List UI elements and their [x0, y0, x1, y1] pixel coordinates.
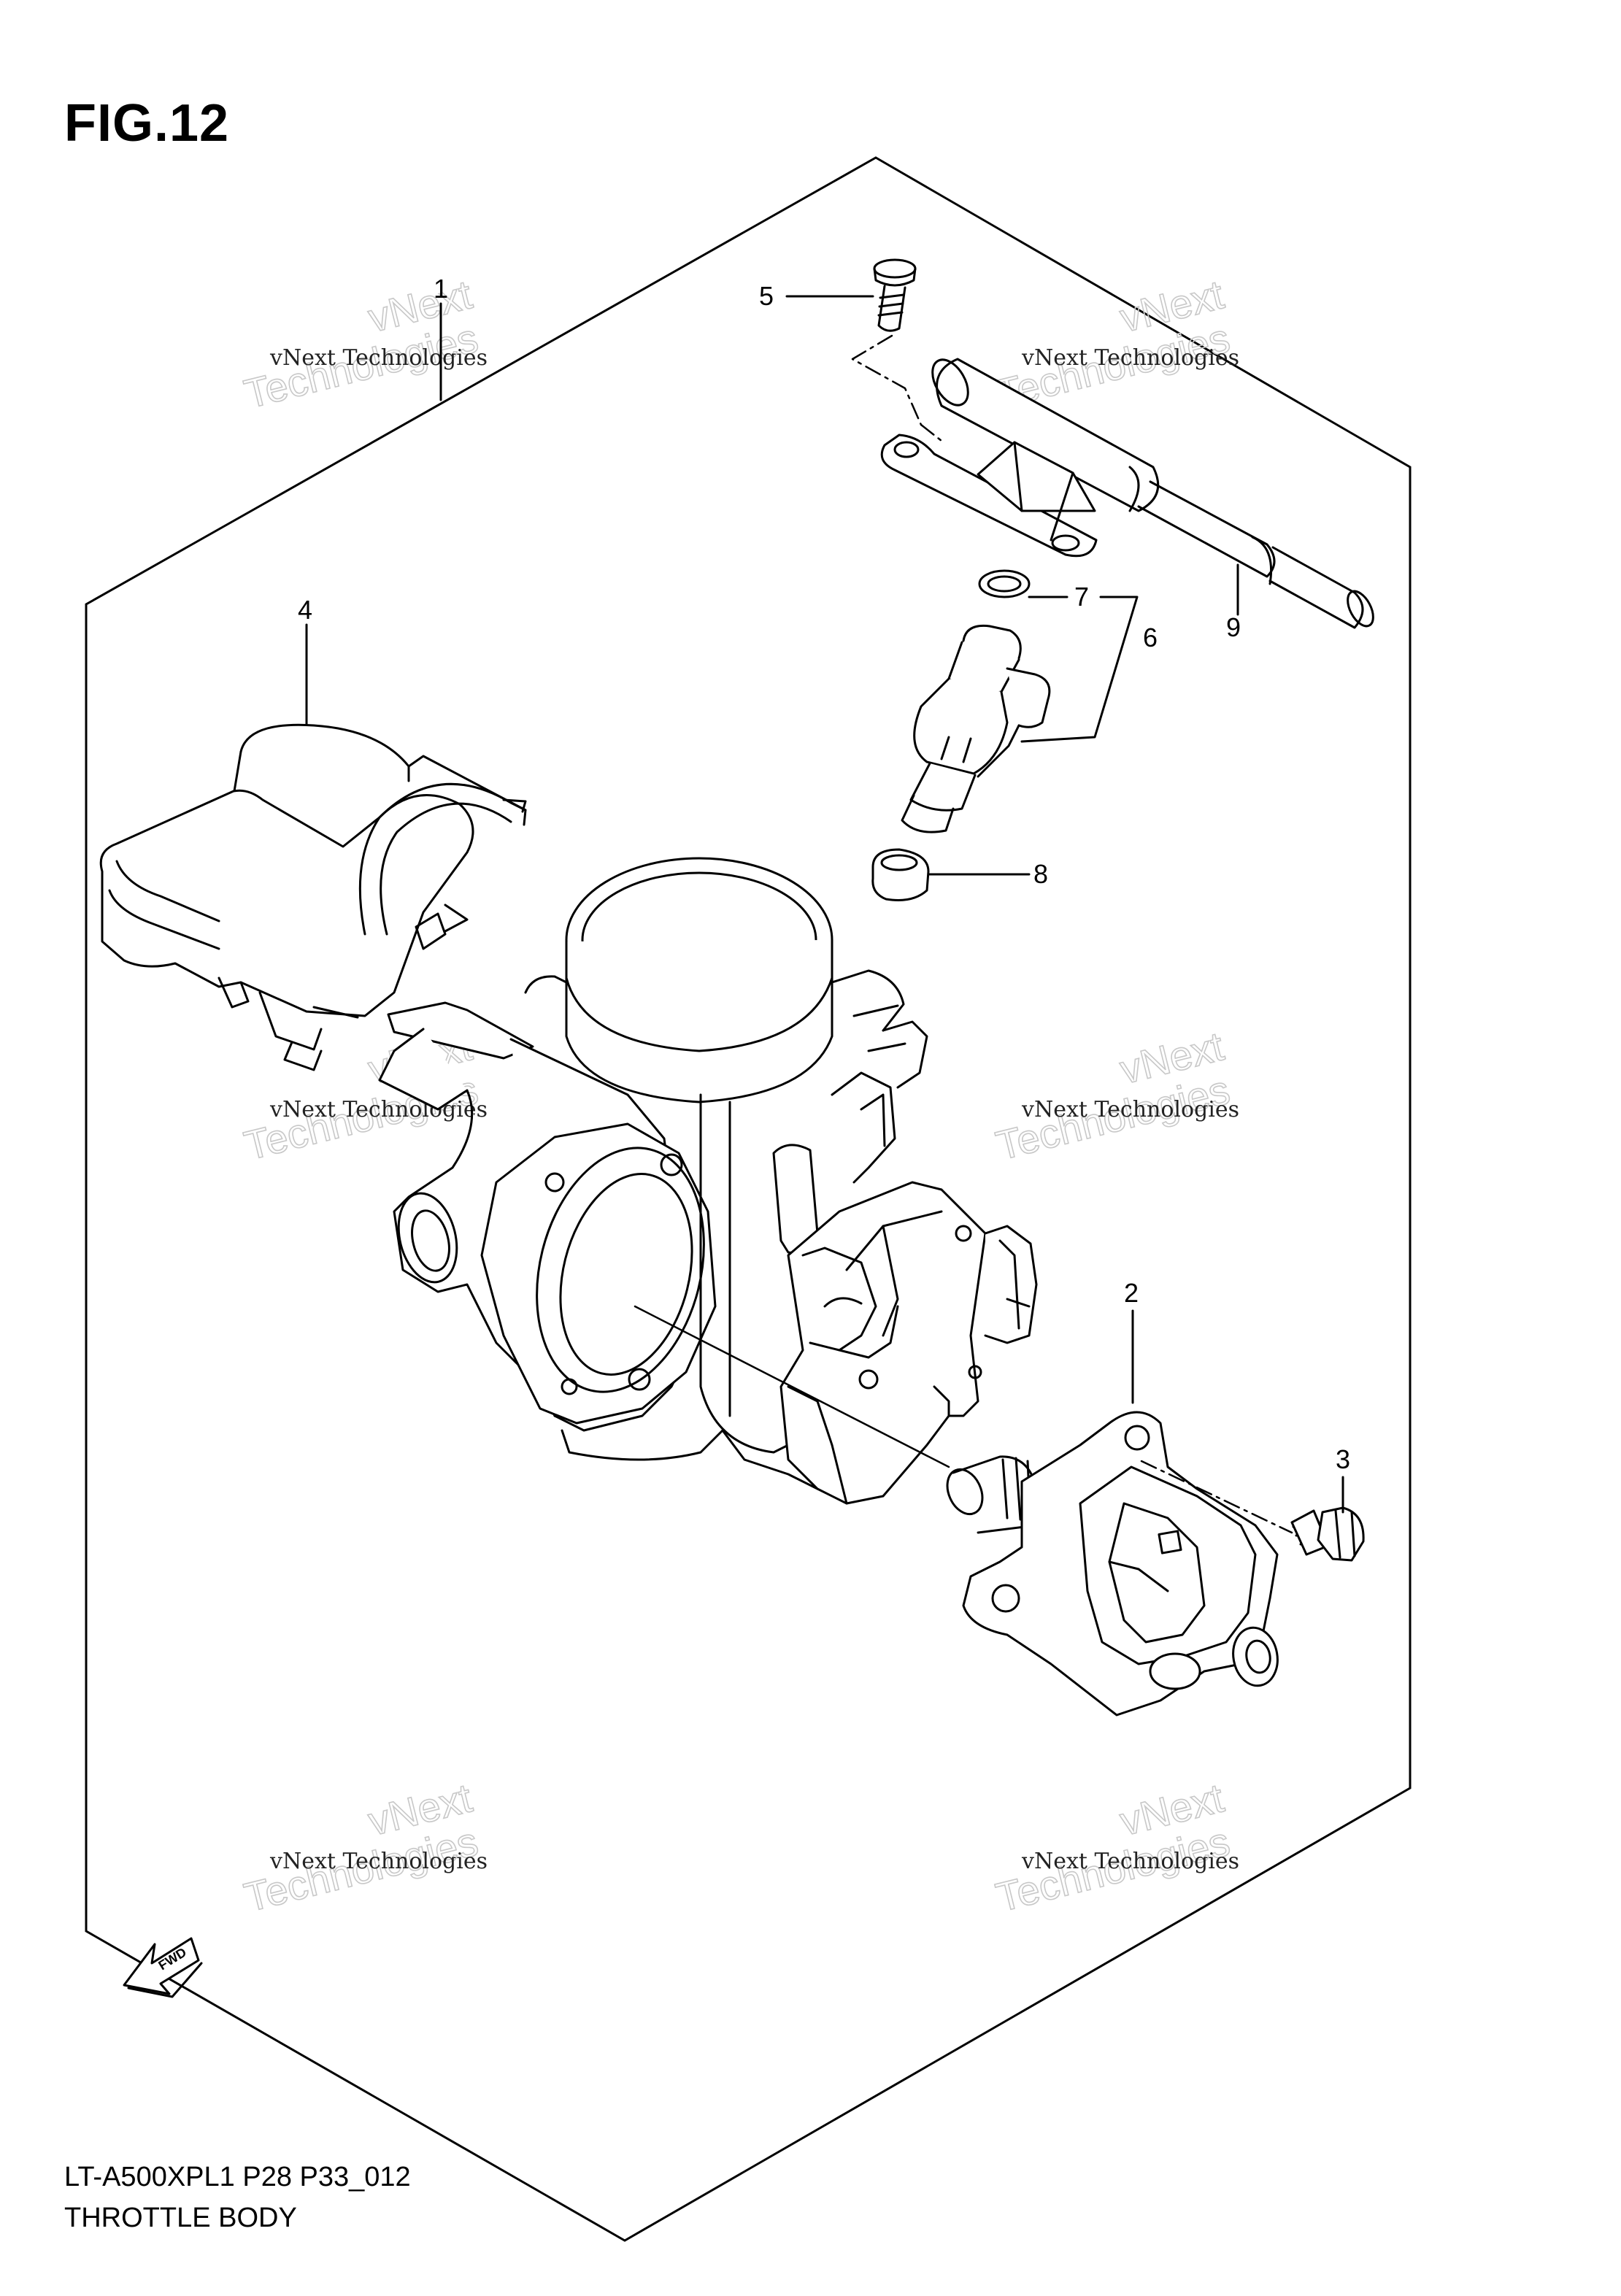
part-5-screw — [873, 258, 917, 332]
callout-9: 9 — [1226, 612, 1241, 642]
watermark-1: Technologies vNext vNext Technologies — [239, 271, 488, 418]
callout-4: 4 — [298, 595, 312, 625]
svg-text:vNext Technologies: vNext Technologies — [269, 1097, 488, 1122]
svg-text:vNext Technologies: vNext Technologies — [269, 345, 488, 371]
watermark-6: Technologies vNext vNext Technologies — [991, 1774, 1239, 1922]
part-4-bracket — [99, 723, 527, 1071]
part-8-cushion — [871, 848, 930, 901]
svg-text:vNext Technologies: vNext Technologies — [1021, 1097, 1239, 1122]
svg-text:vNext Technologies: vNext Technologies — [1021, 1849, 1239, 1874]
callout-7: 7 — [1074, 582, 1089, 612]
callout-3: 3 — [1336, 1444, 1350, 1474]
svg-text:vNext Technologies: vNext Technologies — [1021, 345, 1239, 371]
part-2-idle-speed-control-valve — [946, 1411, 1279, 1717]
fwd-arrow-icon — [123, 1937, 203, 1998]
part-1-throttle-body — [378, 857, 1038, 1505]
part-group-name: THROTTLE BODY — [64, 2203, 297, 2233]
callout-6: 6 — [1143, 623, 1158, 652]
watermark-4: Technologies vNext vNext Technologies — [991, 1022, 1239, 1170]
watermark-5: Technologies vNext vNext Technologies — [239, 1774, 488, 1922]
callout-8: 8 — [1033, 859, 1048, 889]
part-6-fuel-injector — [901, 624, 1051, 833]
callout-2: 2 — [1124, 1278, 1139, 1308]
figure-label: FIG.12 — [64, 94, 230, 153]
leader-6 — [1020, 596, 1139, 743]
callout-5: 5 — [759, 281, 774, 311]
svg-text:vNext Technologies: vNext Technologies — [269, 1849, 488, 1874]
callout-1: 1 — [434, 274, 448, 304]
part-9-fuel-delivery-pipe — [880, 358, 1374, 629]
part-7-o-ring — [978, 569, 1031, 598]
assembly-outline — [85, 156, 1412, 2242]
model-code: LT-A500XPL1 P28 P33_012 — [64, 2162, 411, 2192]
part-3-screw — [1290, 1506, 1365, 1562]
